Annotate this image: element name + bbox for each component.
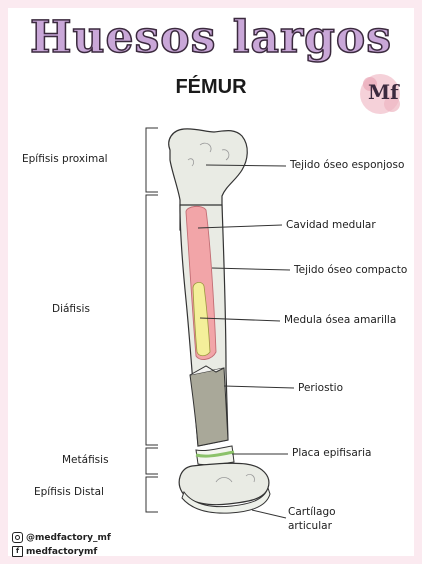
instagram-icon [12,532,23,543]
label-epifisis-proximal: Epífisis proximal [22,153,108,165]
bracket-metafisis [146,448,158,474]
label-placa-epifisaria: Placa epifisaria [292,447,371,459]
bracket-diafisis [146,195,158,445]
label-tejido-esponjoso: Tejido óseo esponjoso [290,159,404,171]
facebook-icon: f [12,546,23,557]
facebook-text: medfactorymf [26,547,97,557]
label-medula-amarilla: Medula ósea amarilla [284,314,396,326]
facebook-handle[interactable]: f medfactorymf [12,546,97,557]
bracket-epifisis-distal [146,477,158,512]
label-cartilago-line2: articular [288,520,332,532]
femur-distal-epiphysis [179,463,269,505]
pointer-periostio [224,386,294,388]
label-cartilago-line1: Cartílago [288,506,336,518]
label-periostio: Periostio [298,382,343,394]
label-diafisis: Diáfisis [52,303,90,315]
pointer-cartilago [252,510,286,518]
instagram-text: @medfactory_mf [26,533,111,543]
bracket-epifisis-proximal [146,128,158,192]
periosteum-band [190,368,228,446]
instagram-handle[interactable]: @medfactory_mf [12,532,111,543]
label-metafisis: Metáfisis [62,454,109,466]
label-epifisis-distal: Epífisis Distal [34,486,104,498]
label-tejido-compacto: Tejido óseo compacto [294,264,407,276]
label-cavidad-medular: Cavidad medular [286,219,376,231]
